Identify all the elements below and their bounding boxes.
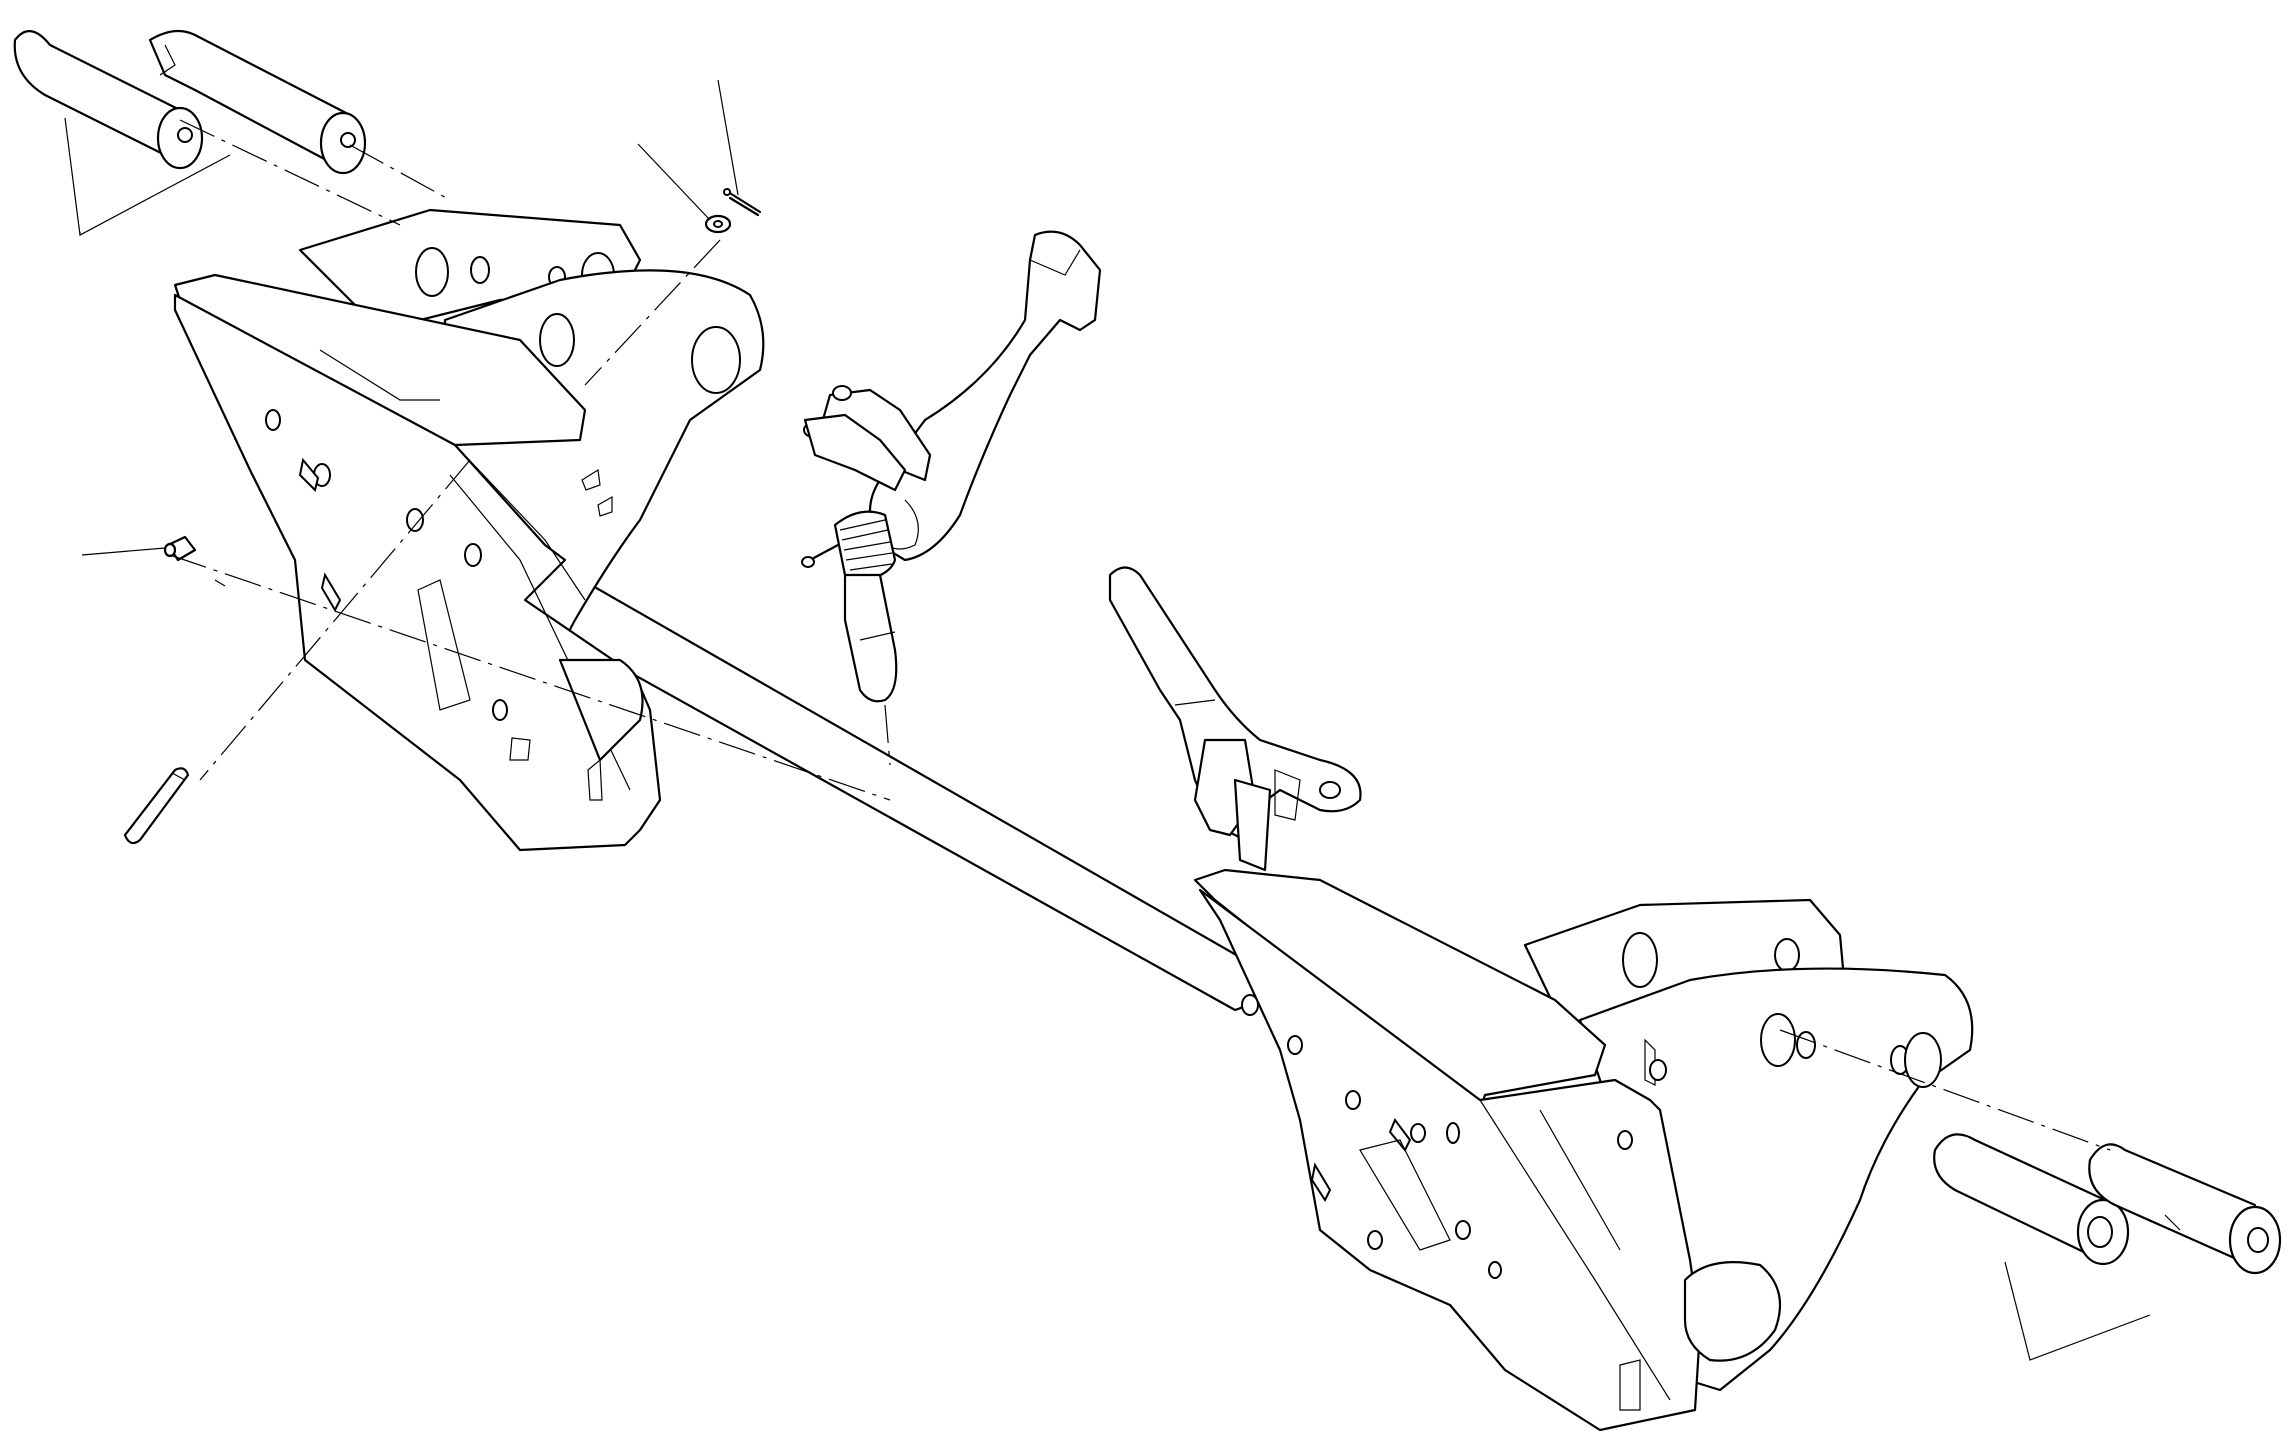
cotter-pin-8 xyxy=(723,188,762,217)
bottom-pins-9 xyxy=(1933,1133,2282,1275)
grease-fitting-2 xyxy=(163,535,197,562)
pin-6 xyxy=(123,767,190,845)
pedal-5 xyxy=(1108,566,1362,872)
washer-7 xyxy=(704,214,732,234)
pedal-4 xyxy=(803,230,1102,562)
spring-and-rod xyxy=(801,510,898,766)
left-mount-bracket xyxy=(173,208,765,852)
top-pins-9 xyxy=(13,29,367,175)
right-mount-bracket xyxy=(1193,868,1974,1432)
leader-lines xyxy=(64,79,2151,1361)
center-lines xyxy=(169,119,2111,1151)
